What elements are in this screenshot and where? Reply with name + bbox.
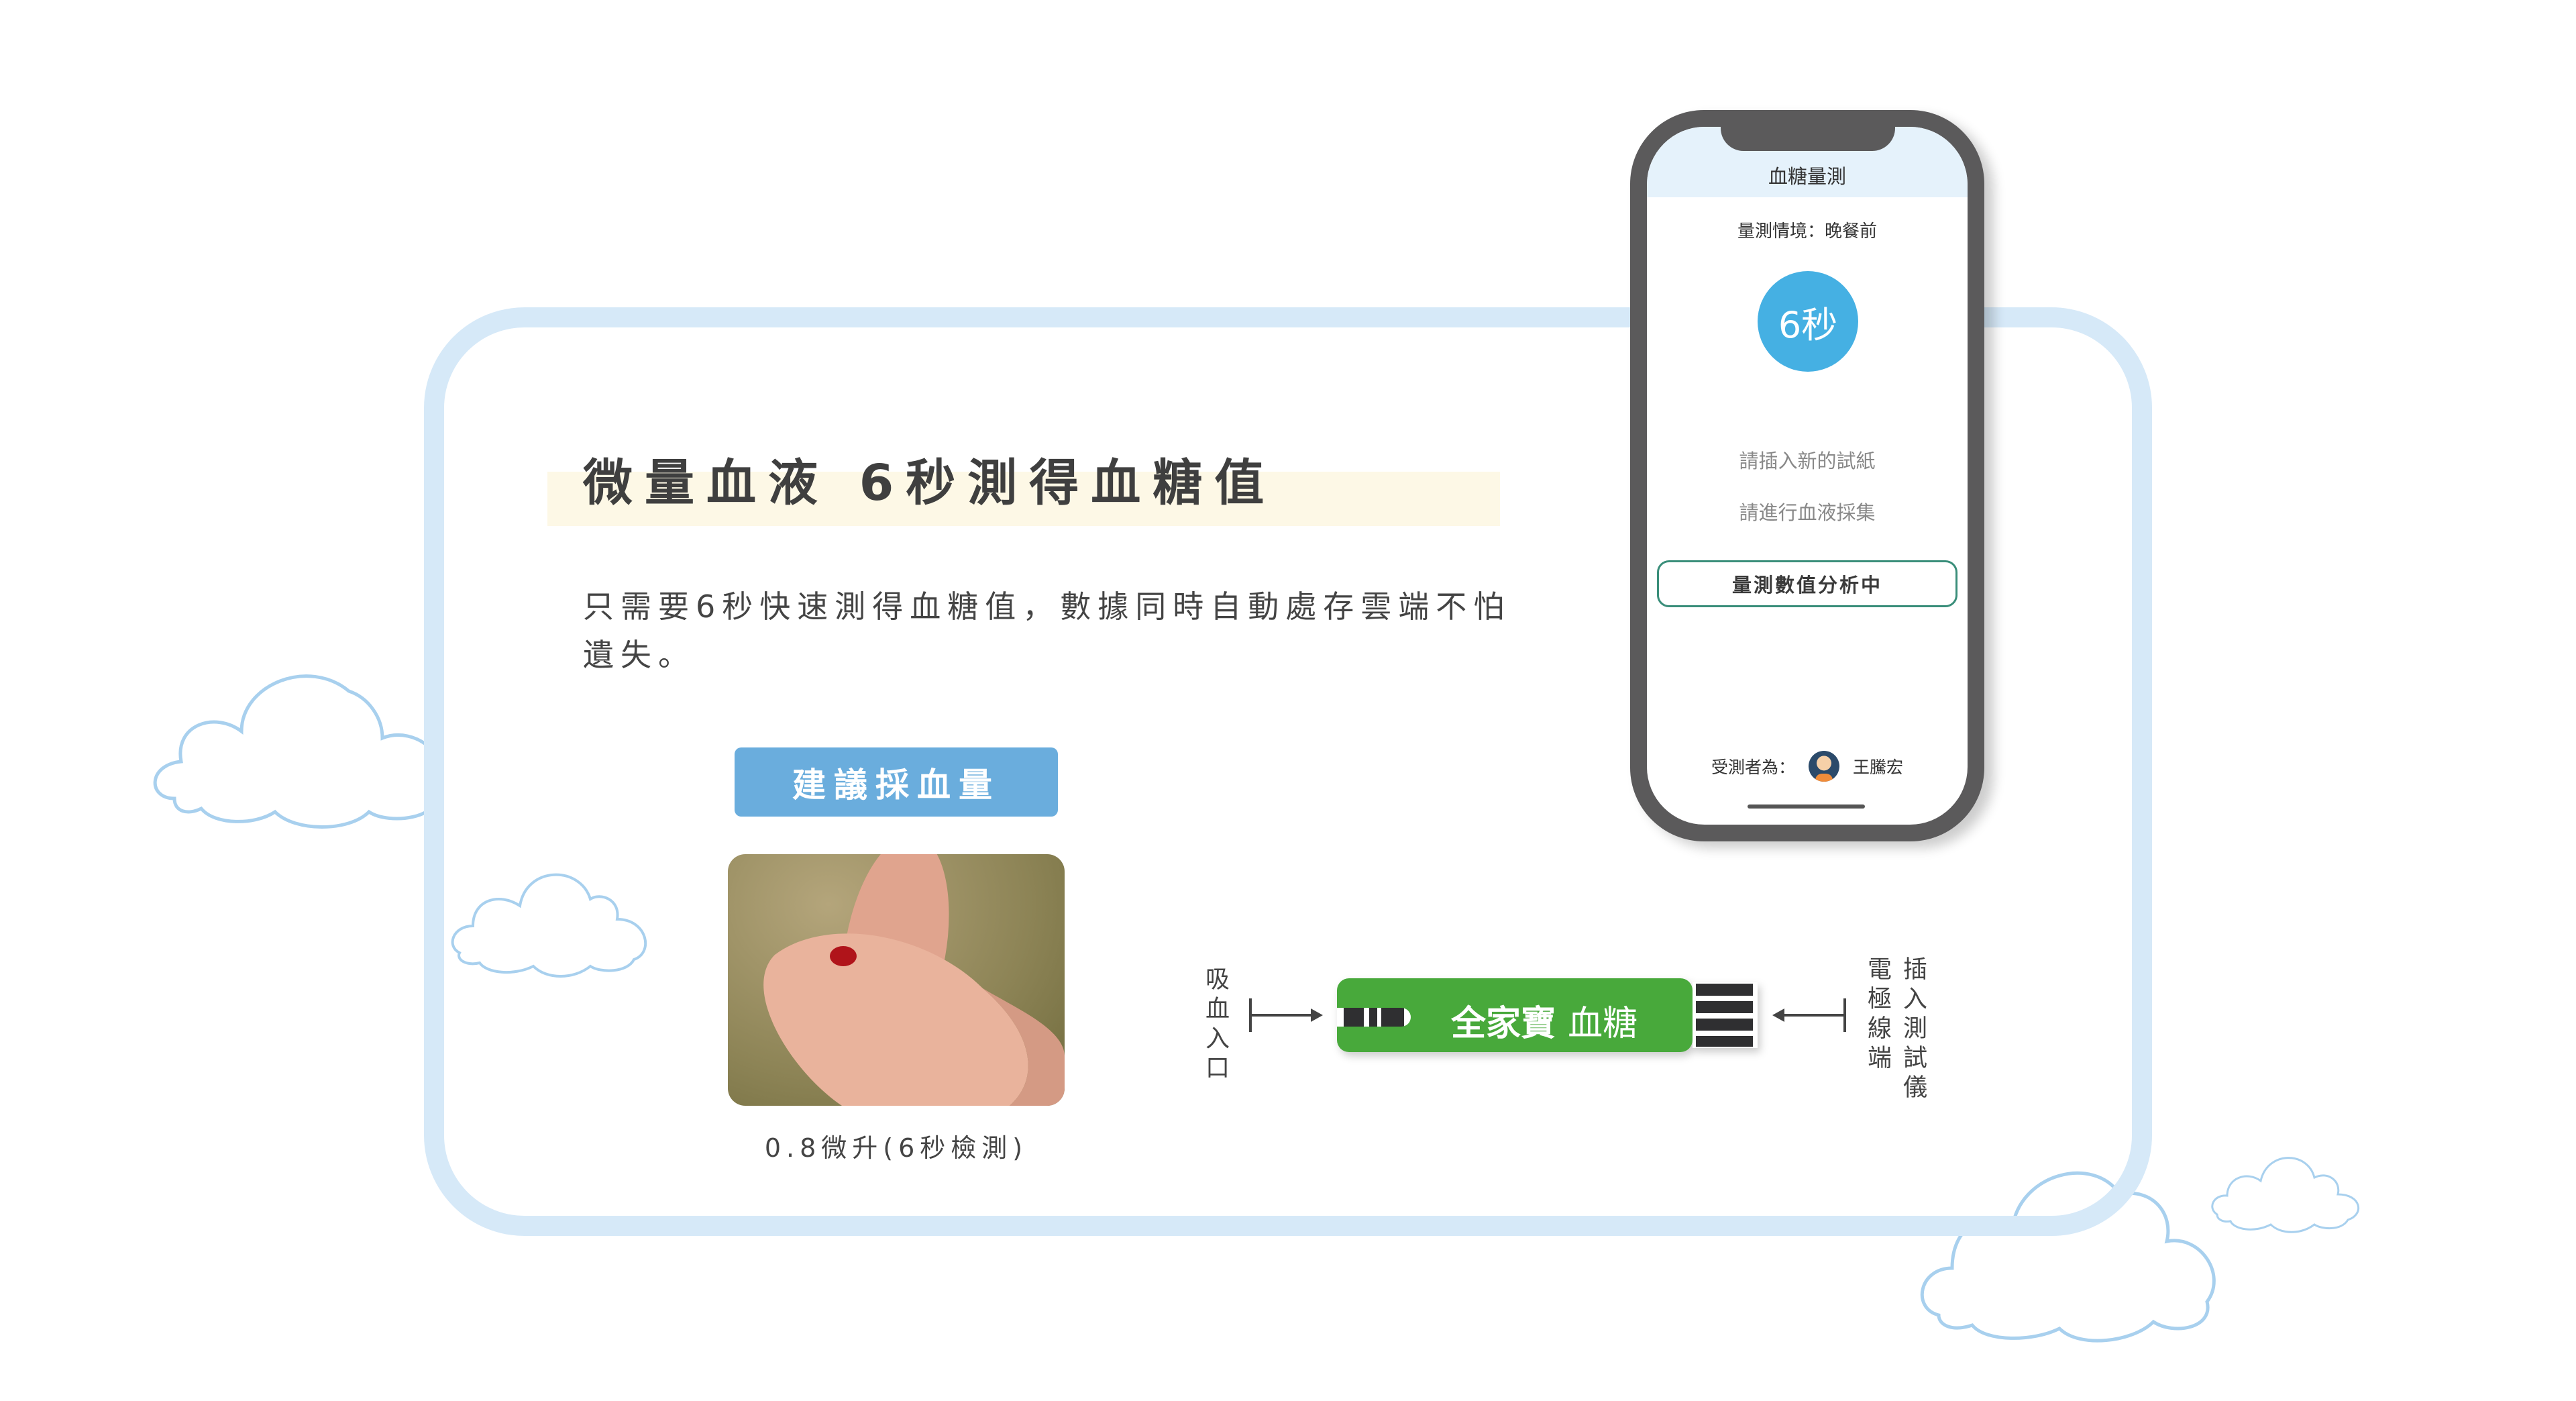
phone-notch	[1721, 127, 1895, 151]
phone-screen: 血糖量測 量測情境：晚餐前 6秒 請插入新的試紙 請進行血液採集 量測數值分析中…	[1647, 127, 1968, 825]
arrow-left-icon	[1772, 998, 1846, 1032]
insert-meter-label: 插入測試儀	[1899, 956, 1927, 1104]
step-blood-sample: 請進行血液採集	[1739, 501, 1876, 524]
phone-mockup: 血糖量測 量測情境：晚餐前 6秒 請插入新的試紙 請進行血液採集 量測數值分析中…	[1630, 110, 1984, 841]
step-insert-strip: 請插入新的試紙	[1739, 450, 1876, 472]
arrow-right-icon	[1249, 998, 1323, 1032]
home-indicator	[1748, 805, 1865, 809]
cloud-decoration	[451, 873, 647, 978]
description: 只需要6秒快速測得血糖值，數據同時自動處存雲端不怕遺失。	[583, 588, 1511, 673]
blood-inlet-label: 吸血入口	[1201, 966, 1229, 1084]
avatar	[1809, 751, 1839, 782]
subject-name: 王騰宏	[1853, 758, 1904, 777]
step-analyzing: 量測數值分析中	[1657, 560, 1957, 607]
photo-caption: 0.8微升(6秒檢測)	[764, 1133, 1028, 1163]
advice-button[interactable]: 建議採血量	[735, 747, 1058, 817]
finger-illustration	[763, 854, 1065, 1106]
subject-label: 受測者為：	[1711, 758, 1795, 777]
electrode-end-label: 電極線端	[1864, 956, 1891, 1074]
timer-badge: 6秒	[1758, 271, 1858, 372]
test-strip: 全家寶 血糖	[1337, 973, 1758, 1057]
cloud-decoration	[153, 674, 443, 829]
strip-product: 血糖	[1568, 1004, 1638, 1044]
finger-blood-photo	[728, 854, 1065, 1106]
headline: 微量血液 6秒測得血糖值	[583, 454, 1277, 512]
strip-brand: 全家寶	[1451, 1004, 1556, 1044]
cloud-decoration	[2211, 1157, 2360, 1233]
headline-highlight	[547, 472, 1500, 526]
measure-context: 量測情境：晚餐前	[1737, 221, 1877, 242]
